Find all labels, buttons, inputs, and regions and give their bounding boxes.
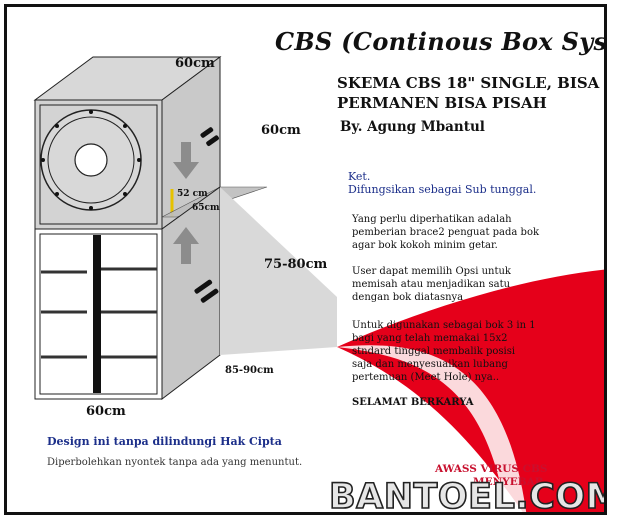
closing-text: SELAMAT BERKARYA xyxy=(352,397,474,408)
watermark-brand: BANTOEL.COM xyxy=(328,476,607,515)
dim-lower-depth: 85-90cm xyxy=(225,365,274,376)
paragraph-option: User dapat memilih Opsi untuk memisah at… xyxy=(352,266,511,303)
virus-warning-line-1: AWASS VIRUS CBS xyxy=(435,463,548,475)
dim-inner-height: 52 cm xyxy=(177,189,208,199)
upper-port-slots xyxy=(200,127,219,146)
lower-port-slots xyxy=(194,279,219,303)
permission-note: Diperbolehkan nyontek tanpa ada yang men… xyxy=(47,457,303,468)
diagram-frame: CBS (Continous Box System) SKEMA CBS 18"… xyxy=(4,4,607,515)
author-credit: By. Agung Mbantul xyxy=(340,119,485,135)
arrow-up-icon xyxy=(173,227,199,264)
ket-label: Ket. xyxy=(348,170,371,183)
ket-text: Difungsikan sebagai Sub tunggal. xyxy=(348,183,537,196)
arrow-down-icon xyxy=(173,142,199,179)
dim-bottom-width: 60cm xyxy=(86,404,126,419)
virus-warning-line-2: MENYEBAR.. xyxy=(473,476,551,488)
page-title: CBS (Continous Box System) xyxy=(275,27,607,56)
cbs-box-drawing xyxy=(33,56,604,512)
paragraph-brace: Yang perlu diperhatikan adalah pemberian… xyxy=(352,214,540,251)
speaker-18-inch xyxy=(40,109,142,211)
dim-inner-depth: 65cm xyxy=(192,203,220,213)
dim-top-width: 60cm xyxy=(175,56,215,71)
heading-line-1: SKEMA CBS 18" SINGLE, BISA xyxy=(337,74,600,92)
heading-line-2: PERMANEN BISA PISAH xyxy=(337,94,547,112)
dim-right-depth: 60cm xyxy=(261,123,301,138)
design-note: Design ini tanpa dilindungi Hak Cipta xyxy=(47,435,282,448)
dim-lower-height: 75-80cm xyxy=(264,257,328,272)
paragraph-3in1: Untuk digunakan sebagai bok 3 in 1 bagi … xyxy=(352,320,536,383)
